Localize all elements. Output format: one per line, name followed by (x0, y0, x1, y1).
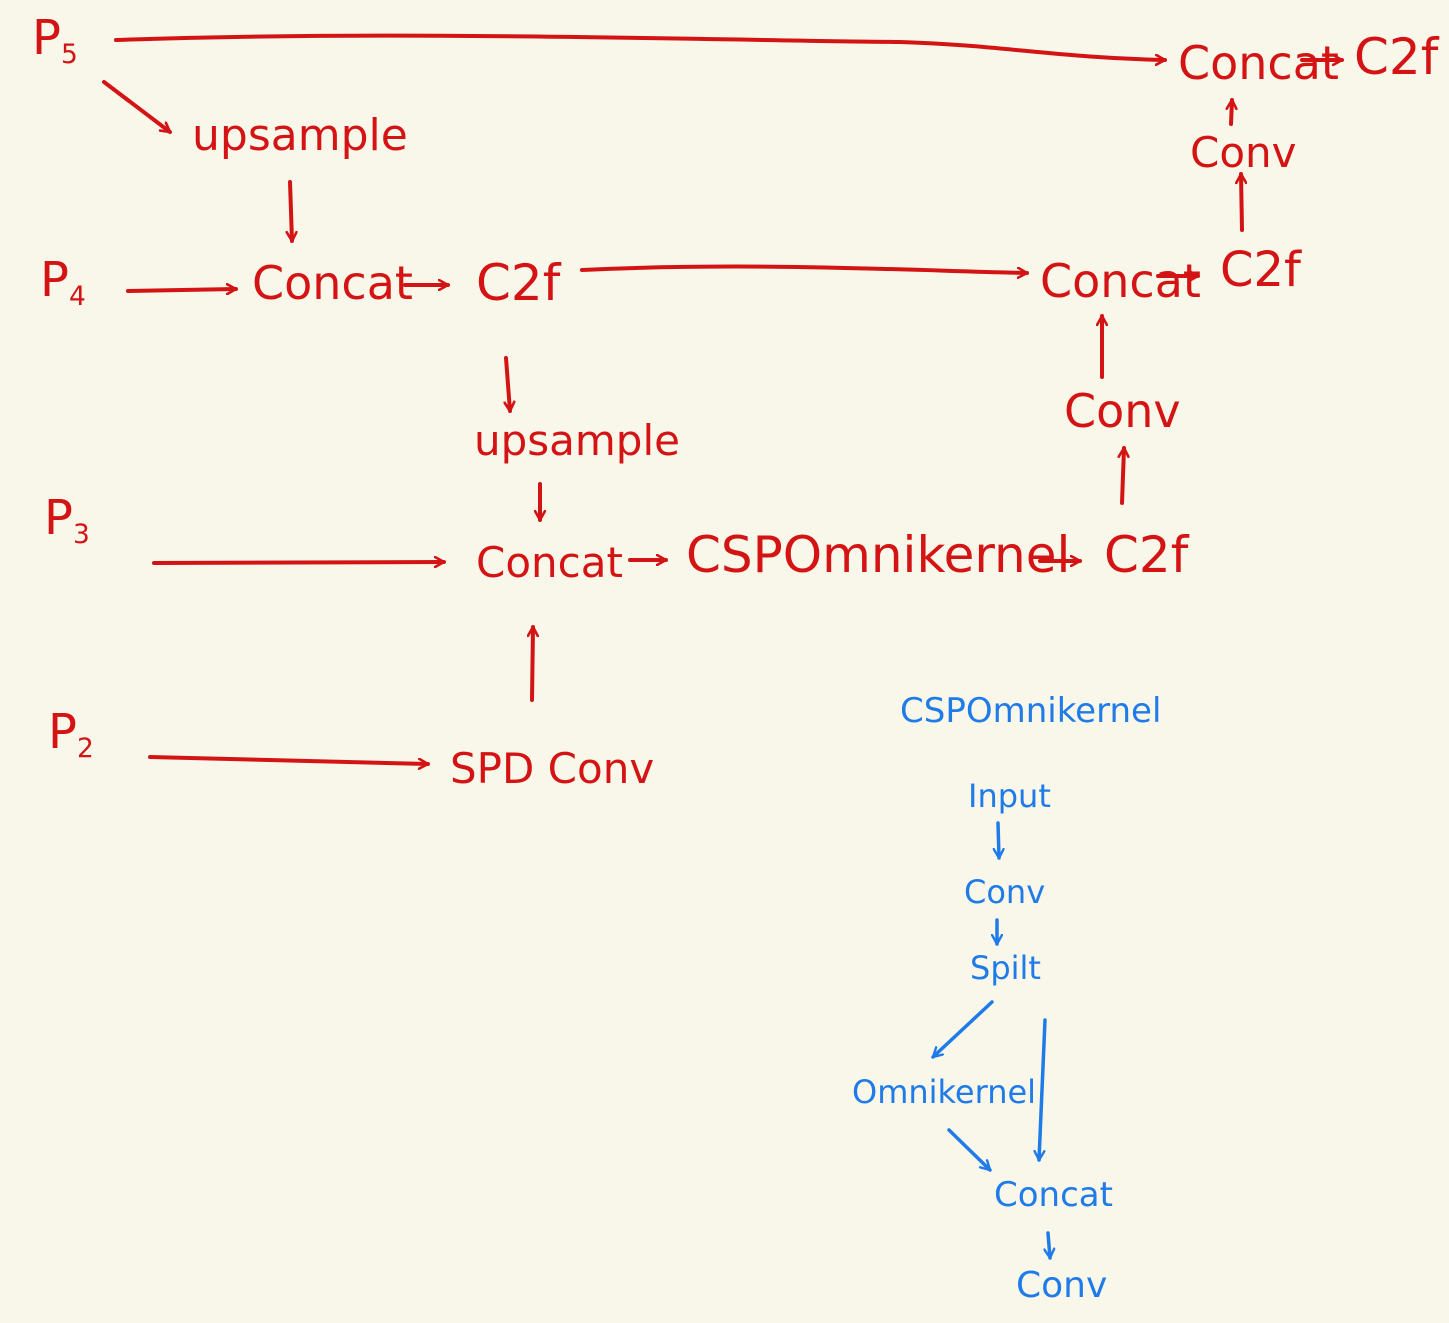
node-concat-p5-out: Concat (1178, 36, 1339, 90)
edge-conv-to-concat-p5 (1231, 98, 1232, 126)
module-node-split: Spilt (970, 949, 1041, 987)
edge-p2-to-spd-conv (148, 755, 430, 764)
node-c2f-p3-out: C2f (1104, 526, 1189, 584)
edge-c2f-p4-to-upsample-mid (506, 356, 510, 413)
edge-p5-to-upsample (102, 80, 172, 134)
node-concat-p4: Concat (252, 256, 413, 310)
node-concat-p4-out: Concat (1040, 254, 1201, 308)
input-p4: P4 (40, 256, 86, 311)
module-node-conv-in: Conv (964, 873, 1046, 911)
input-p3-level: 3 (72, 519, 90, 551)
edge-spd-conv-to-concat-p3 (532, 625, 533, 702)
edge-omnikernel-to-concat (947, 1128, 992, 1172)
input-p3: P3 (44, 494, 90, 549)
input-p4-label: P4 (40, 252, 86, 313)
module-node-omnikernel: Omnikernel (852, 1073, 1037, 1111)
edge-concat-to-conv-out (1048, 1231, 1050, 1260)
input-p3-label: P3 (44, 490, 90, 551)
input-p2-label: P2 (48, 704, 94, 765)
module-node-conv-out: Conv (1016, 1265, 1108, 1306)
input-p5: P5 (32, 14, 78, 69)
module-node-concat: Concat (994, 1175, 1113, 1215)
input-p4-level: 4 (68, 281, 86, 313)
node-upsample-top: upsample (192, 110, 408, 161)
input-p2-level: 2 (76, 733, 94, 765)
edge-c2f-p4-out-to-conv (1241, 172, 1242, 232)
edge-p3-to-concat-p3 (152, 562, 446, 563)
edge-c2f-p3-to-conv (1122, 446, 1124, 505)
node-conv-p4-to-p5: Conv (1190, 128, 1297, 177)
edge-upsample-to-concat-p4 (290, 180, 292, 243)
node-upsample-mid: upsample (474, 416, 680, 465)
node-conv-p3-to-p4: Conv (1064, 384, 1181, 438)
node-c2f-p4: C2f (476, 254, 561, 312)
node-concat-p3: Concat (476, 538, 623, 587)
module-node-input: Input (968, 777, 1051, 815)
edge-p5-to-concat-p5 (114, 33, 1167, 60)
input-p5-level: 5 (60, 39, 78, 71)
edge-split-to-omnikernel (931, 1000, 994, 1059)
edge-p4-to-concat-p4 (126, 289, 238, 291)
node-csp-omnikernel: CSPOmnikernel (686, 526, 1071, 584)
edge-input-to-conv (998, 821, 999, 860)
input-p5-label: P5 (32, 10, 78, 71)
input-p2: P2 (48, 708, 94, 763)
node-c2f-p5-out: C2f (1354, 28, 1439, 86)
node-spd-conv: SPD Conv (450, 744, 655, 793)
edge-split-to-concat (1039, 1018, 1047, 1162)
node-c2f-p4-out: C2f (1220, 242, 1301, 298)
edge-c2f-p4-to-concat-p4-out (580, 264, 1029, 273)
module-title: CSPOmnikernel (900, 691, 1162, 731)
